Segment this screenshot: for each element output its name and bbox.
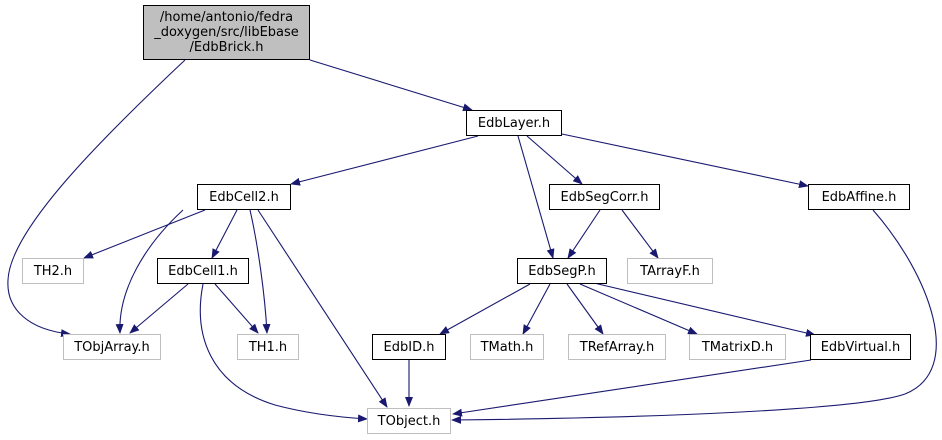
- node-th1-label: TH1.h: [248, 339, 288, 355]
- node-tarrayf-label: TArrayF.h: [640, 263, 700, 279]
- node-edblayer[interactable]: EdbLayer.h: [466, 110, 562, 136]
- node-tobject-label: TObject.h: [377, 413, 441, 429]
- node-edbaffine-label: EdbAffine.h: [821, 189, 897, 205]
- node-edbbrick-line-1: /home/antonio/fedra: [159, 10, 294, 25]
- node-trefarray-label: TRefArray.h: [579, 339, 655, 355]
- edge-edblayer-edbaffine: [561, 133, 809, 189]
- edge-edblayer-edbsegp: [517, 135, 555, 259]
- node-th2-label: TH2.h: [33, 263, 73, 279]
- node-tmatrixd-label: TMatrixD.h: [701, 339, 774, 355]
- edge-edbsegcorr-edbsegp: [567, 209, 601, 259]
- edge-edbsegp-tmatrixd: [579, 283, 698, 335]
- node-edbbrick[interactable]: /home/antonio/fedra _doxygen/src/libEbas…: [143, 5, 310, 60]
- node-tobjarray-label: TObjArray.h: [74, 339, 150, 355]
- node-tmatrixd[interactable]: TMatrixD.h: [689, 334, 786, 360]
- node-edbsegp[interactable]: EdbSegP.h: [517, 258, 607, 284]
- edge-edbvirtual-tobject: [452, 359, 812, 417]
- edge-edbcell1-th1: [214, 283, 259, 334]
- node-edbcell2[interactable]: EdbCell2.h: [197, 184, 291, 210]
- node-edbsegp-label: EdbSegP.h: [528, 263, 596, 279]
- edge-edbcell2-edbcell1: [211, 209, 238, 259]
- node-tmath[interactable]: TMath.h: [470, 334, 544, 360]
- node-tmath-label: TMath.h: [480, 339, 534, 355]
- node-edbsegcorr-label: EdbSegCorr.h: [560, 189, 649, 205]
- edge-edbsegp-edbvirtual: [593, 282, 816, 337]
- node-edbvirtual-label: EdbVirtual.h: [820, 339, 901, 355]
- node-trefarray[interactable]: TRefArray.h: [568, 334, 666, 360]
- edge-edbcell2-tobjarray: [115, 209, 184, 334]
- edge-edbaffine-tobject: [451, 209, 937, 424]
- edge-edbsegp-edbid: [439, 283, 531, 335]
- node-edbcell1-label: EdbCell1.h: [168, 263, 238, 279]
- node-th1[interactable]: TH1.h: [237, 334, 299, 360]
- node-th2[interactable]: TH2.h: [22, 258, 84, 284]
- edge-edbcell2-tobject: [257, 209, 388, 408]
- node-edbbrick-line-2: _doxygen/src/libEbase: [154, 25, 299, 40]
- node-edbaffine[interactable]: EdbAffine.h: [808, 184, 910, 210]
- node-edbsegcorr[interactable]: EdbSegCorr.h: [549, 184, 660, 210]
- edge-edbcell2-th2: [83, 209, 206, 259]
- node-edblayer-label: EdbLayer.h: [477, 115, 551, 131]
- edge-edblayer-edbcell2: [290, 135, 479, 186]
- edge-edbsegcorr-tarrayf: [621, 209, 659, 259]
- edge-edbbrick-tobjarray: [7, 59, 186, 338]
- edge-edbsegp-tmath: [522, 283, 551, 335]
- edge-edblayer-edbsegcorr: [526, 135, 583, 185]
- node-tobjarray[interactable]: TObjArray.h: [63, 334, 161, 360]
- node-edbid-label: EdbID.h: [383, 339, 435, 355]
- node-tobject[interactable]: TObject.h: [367, 408, 451, 434]
- edge-edbsegp-trefarray: [566, 283, 604, 335]
- node-edbcell1[interactable]: EdbCell1.h: [157, 258, 249, 284]
- node-edbbrick-line-3: /EdbBrick.h: [189, 40, 264, 55]
- edge-edbcell1-tobjarray: [129, 283, 189, 334]
- node-edbid[interactable]: EdbID.h: [372, 334, 446, 360]
- edge-edbcell2-th1: [249, 209, 271, 334]
- edge-edbbrick-edblayer: [309, 59, 473, 112]
- node-edbcell2-label: EdbCell2.h: [209, 189, 279, 205]
- node-tarrayf[interactable]: TArrayF.h: [627, 258, 713, 284]
- node-edbvirtual[interactable]: EdbVirtual.h: [810, 334, 911, 360]
- edge-edbcell1-tobject: [199, 283, 368, 423]
